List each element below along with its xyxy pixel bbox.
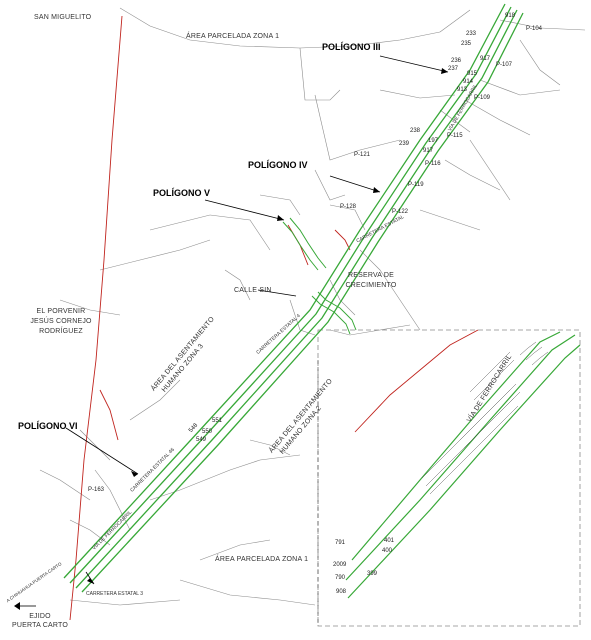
station-915: 915 [467, 71, 478, 77]
inset-station-strips [421, 341, 549, 495]
label-reserva-line2: CRECIMIENTO [345, 282, 397, 289]
station-239: 239 [399, 141, 410, 147]
parcel-p107: P-107 [496, 62, 513, 68]
station-238: 238 [410, 128, 421, 134]
inset-corridor [345, 331, 581, 599]
station-2009: 2009 [333, 562, 347, 568]
inset-frame [317, 329, 581, 627]
station-908: 908 [336, 589, 347, 595]
label-ejido-line2: PUERTA CARTO [12, 622, 68, 629]
station-551: 551 [212, 418, 223, 424]
label-area-parcelada-top: ÁREA PARCELADA ZONA 1 [186, 33, 280, 40]
label-el-porvenir-line1: EL PORVENIR [36, 308, 86, 315]
arrow-heads [14, 68, 448, 610]
label-reserva-line1: RESERVA DE [347, 272, 395, 279]
parcel-p119: P-119 [408, 182, 424, 188]
parcel-p163: P-163 [88, 487, 105, 493]
green-corridor [63, 3, 524, 593]
station-791: 791 [335, 540, 346, 546]
station-233: 233 [466, 31, 477, 37]
label-ejido-line1: EJIDO [29, 613, 51, 620]
label-poligono-vi: POLÍGONO VI [18, 421, 78, 431]
label-el-porvenir-line2: JESÚS CORNEJO [30, 318, 92, 325]
station-401: 401 [384, 538, 395, 544]
station-914: 914 [463, 79, 474, 85]
label-calle-sin: CALLE SIN [234, 287, 272, 294]
station-549: 549 [196, 437, 207, 443]
label-carretera-bottom: CARRETERA ESTATAL 3 [86, 591, 144, 597]
label-poligono-v: POLÍGONO V [153, 188, 211, 198]
station-400: 400 [382, 548, 393, 554]
station-197: 197 [428, 138, 439, 144]
parcel-boundaries [39, 7, 586, 606]
station-399: 399 [367, 571, 378, 577]
station-917a: 917 [480, 56, 491, 62]
station-790: 790 [335, 575, 346, 581]
parcel-p104: P-104 [526, 26, 543, 32]
label-poligono-iii: POLÍGONO III [322, 42, 381, 52]
station-235: 235 [461, 41, 472, 47]
label-poligono-iv: POLÍGONO IV [248, 160, 308, 170]
label-el-porvenir: EL PORVENIR JESÚS CORNEJO RODRÍGUEZ [26, 308, 96, 335]
station-237: 237 [448, 66, 459, 72]
station-917b: 917 [423, 148, 434, 154]
label-ejido: EJIDO PUERTA CARTO [10, 613, 70, 629]
parcel-p122: P-122 [392, 209, 409, 215]
label-reserva: RESERVA DE CRECIMIENTO [336, 272, 406, 289]
station-236: 236 [451, 58, 462, 64]
station-550: 550 [202, 429, 213, 435]
parcel-p115: P-115 [447, 133, 463, 139]
green-small-parcels [282, 217, 357, 335]
parcel-p121: P-121 [354, 152, 371, 158]
label-san-miguelito: SAN MIGUELITO [34, 14, 92, 21]
parcel-p109: P-109 [474, 95, 491, 101]
leader-lines [65, 55, 449, 585]
station-913: 913 [457, 87, 468, 93]
parcel-p116: P-116 [425, 161, 441, 167]
station-918: 918 [505, 13, 516, 19]
label-area-parcelada-bottom: ÁREA PARCELADA ZONA 1 [215, 556, 309, 563]
red-boundary [69, 15, 479, 621]
label-el-porvenir-line3: RODRÍGUEZ [39, 328, 83, 335]
parcel-p128: P-128 [340, 204, 357, 210]
